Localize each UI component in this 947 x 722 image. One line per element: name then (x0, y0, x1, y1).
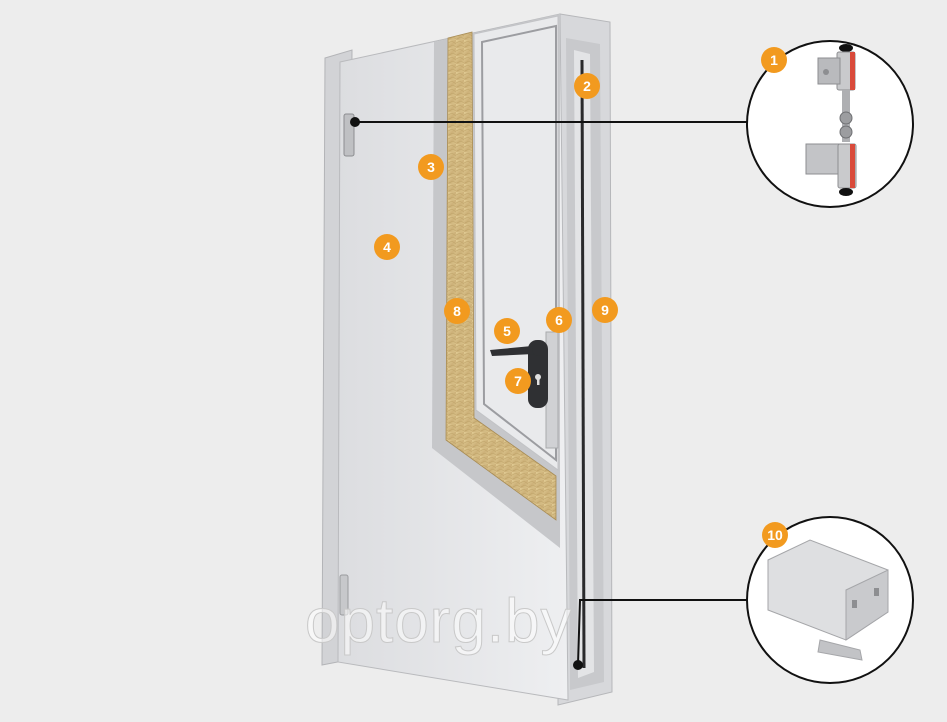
callout-badge-frame-profile: 10 (762, 522, 788, 548)
callout-badge-circle (761, 47, 787, 73)
callout-badge-circle (592, 297, 618, 323)
callout-badge-circle (574, 73, 600, 99)
callout-badge-hinge: 1 (761, 47, 787, 73)
callout-number: 10 (767, 527, 783, 543)
inner-profile (480, 24, 557, 463)
leader-lines (350, 117, 752, 670)
callout-badge-circle (546, 307, 572, 333)
callout-badge-door-leaf: 4 (374, 234, 400, 260)
hinge-illustration (805, 44, 857, 196)
callout-badge-circle (494, 318, 520, 344)
watermark: optorg.by (305, 587, 573, 656)
callout-badge-door-frame: 2 (574, 73, 600, 99)
callout-badges: 1 2 3 4 5 6 7 8 9 10 (374, 47, 788, 548)
callout-badge-seal: 9 (592, 297, 618, 323)
callout-badge-handle: 5 (494, 318, 520, 344)
callout-number: 9 (601, 302, 609, 318)
callout-badge-circle (444, 298, 470, 324)
door-handle (490, 346, 534, 356)
callout-badge-lock-plate: 6 (546, 307, 572, 333)
callout-number: 7 (514, 373, 522, 389)
callout-number: 4 (383, 239, 391, 255)
door-frame (557, 13, 613, 706)
hinge-lower (339, 574, 349, 616)
callout-number: 2 (583, 78, 591, 94)
profile-detail-view (746, 516, 914, 684)
callout-number: 5 (503, 323, 511, 339)
callout-number: 8 (453, 303, 461, 319)
callout-number: 6 (555, 312, 563, 328)
door-leaf (321, 13, 569, 701)
hinge-detail-view (746, 40, 914, 208)
seal-strip (580, 59, 586, 669)
callout-badge-circle (762, 522, 788, 548)
callout-number: 1 (770, 52, 778, 68)
callout-badge-circle (374, 234, 400, 260)
callout-badge-cylinder-lock: 7 (505, 368, 531, 394)
callout-badge-inner-profile: 8 (444, 298, 470, 324)
profile-illustration (767, 539, 889, 661)
callout-badge-circle (418, 154, 444, 180)
insulation-layer (445, 31, 557, 521)
callout-badge-circle (505, 368, 531, 394)
callout-number: 3 (427, 159, 435, 175)
callout-badge-mineral-wool-insulation: 3 (418, 154, 444, 180)
